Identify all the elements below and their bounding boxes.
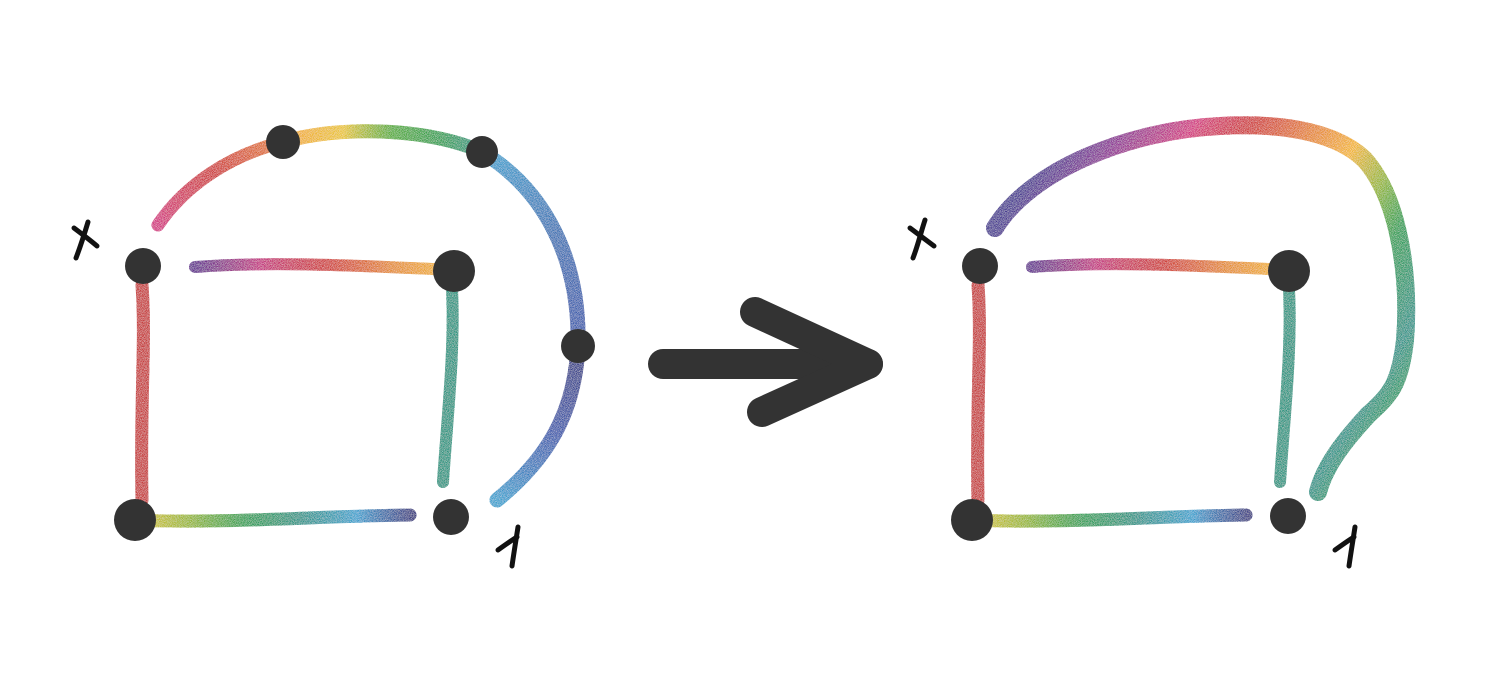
vertex-after-x bbox=[962, 248, 998, 284]
label-before-y bbox=[495, 524, 521, 569]
vertices-after bbox=[951, 248, 1310, 541]
graph-before bbox=[128, 124, 586, 528]
vertices-before bbox=[114, 125, 595, 541]
edge-before-top bbox=[189, 258, 461, 276]
vertex-before-arc-1 bbox=[266, 125, 300, 159]
edge-after-top bbox=[1026, 258, 1294, 276]
edge-after-left bbox=[971, 278, 986, 507]
edge-before-right bbox=[437, 284, 459, 488]
label-before-x bbox=[71, 219, 100, 261]
edge-after-arc bbox=[986, 116, 1416, 501]
edge-before-arc-segment-3 bbox=[474, 144, 586, 353]
vertex-before-top-right bbox=[433, 250, 475, 292]
vertex-before-arc-2 bbox=[466, 136, 498, 168]
edge-after-right bbox=[1274, 284, 1296, 488]
vertex-before-x bbox=[125, 248, 161, 284]
graph-after bbox=[965, 116, 1416, 528]
label-after-y bbox=[1332, 524, 1358, 569]
edge-before-arc-segment-4 bbox=[489, 337, 586, 508]
vertex-after-y bbox=[1270, 498, 1306, 534]
vertex-after-bottom-left bbox=[951, 499, 993, 541]
vertex-before-bottom-left bbox=[114, 499, 156, 541]
label-after-x bbox=[907, 217, 937, 261]
arrow-right-icon bbox=[648, 297, 883, 427]
edge-before-left bbox=[135, 278, 150, 507]
vertex-after-top-right bbox=[1268, 250, 1310, 292]
edge-before-arc-segment-1 bbox=[151, 135, 290, 232]
edge-after-bottom bbox=[965, 508, 1253, 528]
edge-before-arc-segment-2 bbox=[276, 124, 489, 159]
edge-before-bottom bbox=[128, 508, 417, 528]
vertex-before-arc-3 bbox=[561, 329, 595, 363]
vertex-before-y bbox=[433, 499, 469, 535]
